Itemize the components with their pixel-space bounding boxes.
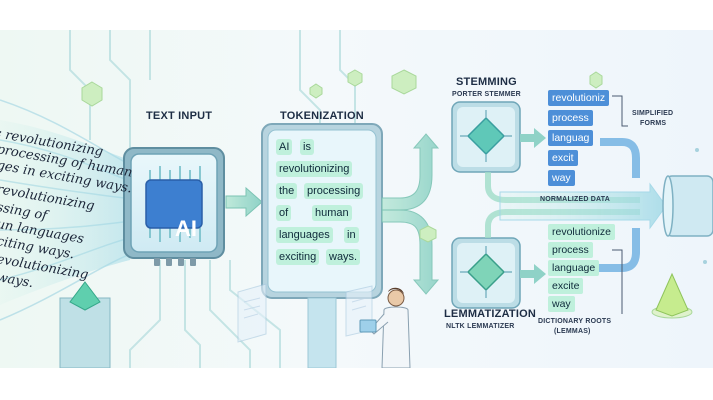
pyramid-left <box>59 281 111 368</box>
simplified-forms-label-line1: SIMPLIFIED <box>632 110 674 117</box>
nlp-pipeline-illustration: s revolutionizing processing of human ge… <box>0 30 713 368</box>
token: the <box>276 183 298 199</box>
dictionary-roots-label-line2: (LEMMAS) <box>554 328 591 335</box>
dictionary-roots-label-line1: DICTIONARY ROOTS <box>538 318 612 325</box>
token: ways. <box>326 249 361 265</box>
token: in <box>344 227 359 243</box>
stemming-label: STEMMING <box>456 76 517 88</box>
token: languages <box>276 227 333 243</box>
lemma-chip: revolutionize <box>548 224 615 240</box>
lemma-chip: language <box>548 260 600 276</box>
token: AI <box>276 139 293 155</box>
stemming-module <box>451 101 521 173</box>
token: human <box>312 205 352 221</box>
token: of <box>276 205 292 221</box>
tokenization-label: TOKENIZATION <box>280 110 364 122</box>
nltk-lemmatizer-label: NLTK LEMMATIZER <box>446 323 515 330</box>
porter-stemmer-label: PORTER STEMMER <box>452 91 521 98</box>
lemma-chip: process <box>548 242 593 258</box>
stem-chip: languag <box>548 130 594 146</box>
normalized-data-label: NORMALIZED DATA <box>540 196 611 203</box>
lemmatization-label: LEMMATIZATION <box>444 308 537 320</box>
token: processing <box>304 183 364 199</box>
token: revolutionizing <box>276 161 353 177</box>
lemma-chip: way <box>548 296 575 312</box>
stem-chip: process <box>548 110 593 126</box>
simplified-forms-label-line2: FORMS <box>640 120 667 127</box>
lemmatization-module <box>451 237 521 309</box>
stem-chip: way <box>548 170 575 186</box>
researcher-figure <box>359 287 411 368</box>
pyramid-right <box>651 272 693 319</box>
ai-chip-label: AI <box>175 216 197 241</box>
token: is <box>300 139 314 155</box>
ai-chip <box>123 147 225 266</box>
text-input-label: TEXT INPUT <box>146 110 213 122</box>
token: exciting <box>276 249 320 265</box>
stem-chip: excit <box>548 150 578 166</box>
stem-chip: revolutioniz <box>548 90 610 106</box>
lemma-chip: excite <box>548 278 584 294</box>
